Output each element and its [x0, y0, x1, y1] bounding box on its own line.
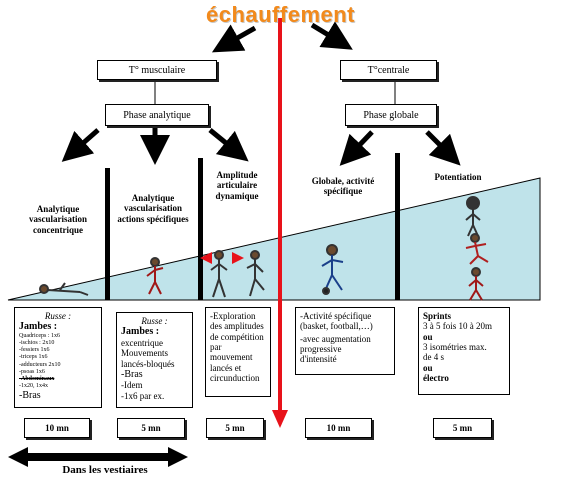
- column-4-line-0: -Activité spécifique: [300, 311, 372, 321]
- separator-1: [105, 168, 110, 300]
- phase-analytique-label: Phase analytique: [123, 109, 191, 121]
- footer-label: Dans les vestiaires: [62, 464, 148, 476]
- phase-globale-label: Phase globale: [363, 109, 419, 121]
- column-3-line-2: de compétition: [210, 331, 264, 342]
- column-1-jambes: Jambes :: [19, 321, 58, 333]
- arrow-phase-g-left: [339, 130, 374, 166]
- column-5-line-6: électro: [423, 373, 449, 384]
- column-2-line-4: -Bras: [121, 368, 143, 380]
- column-1-item-7: -1x20, 1x4x: [19, 383, 48, 390]
- column-1-item-3: -triceps 1x6: [19, 354, 48, 361]
- time-box-1: 10 mn: [24, 418, 90, 438]
- column-5-line-2: ou: [423, 331, 433, 342]
- column-2-line-0: Jambes :: [121, 326, 160, 338]
- column-3-line-0: -Exploration: [210, 311, 256, 321]
- arrow-phase-a-left: [61, 128, 100, 162]
- temp-centrale-box: T°centrale: [340, 60, 437, 80]
- athlete-figures: [39, 196, 489, 301]
- column-5-line-5: ou: [423, 362, 433, 373]
- column-1-item-2: -fessiers 1x6: [19, 347, 50, 354]
- column-2-line-5: -Idem: [121, 380, 143, 391]
- column-3-line-6: circunduction: [210, 373, 260, 384]
- column-4-line-4: d'intensité: [300, 354, 337, 365]
- phase-analytique-box: Phase analytique: [105, 104, 209, 126]
- category-1-label: Analytique vascularisation concentrique: [28, 204, 87, 235]
- column-4-line-2: -avec augmentation: [300, 333, 371, 344]
- column-1-item-1: -ischios : 2x10: [19, 340, 55, 347]
- category-5-label: Potentiation: [434, 172, 482, 182]
- temp-musculaire-box: T° musculaire: [97, 60, 217, 80]
- temp-musculaire-label: T° musculaire: [128, 64, 186, 76]
- column-1-item-0: Quadriceps : 1x6: [19, 332, 60, 339]
- column-2-line-2: Mouvements: [121, 348, 168, 359]
- column-3-line-4: mouvement: [210, 352, 253, 363]
- column-2-line-1: excentrique: [121, 337, 163, 348]
- time-box-3: 5 mn: [206, 418, 264, 438]
- column-5-line-3: 3 isométries max.: [423, 342, 487, 353]
- column-2-line-6: -1x6 par ex.: [121, 390, 165, 401]
- column-2-box: Russe : Jambes : excentrique Mouvements …: [116, 312, 193, 408]
- temp-centrale-label: T°centrale: [367, 64, 410, 76]
- column-3-line-1: des amplitudes: [210, 321, 264, 332]
- column-5-line-0: Sprints: [423, 311, 452, 321]
- column-5-line-1: 3 à 5 fois 10 à 20m: [423, 321, 492, 332]
- separator-2: [198, 158, 203, 300]
- arrow-phase-a-right: [208, 128, 249, 162]
- column-1-item-6: -Abdominaux: [19, 375, 55, 382]
- arrow-title-right: [310, 21, 353, 50]
- column-1-header: Russe :: [44, 311, 72, 321]
- category-4-label: Globale, activité spécifique: [311, 176, 375, 197]
- column-1-item-5: -psoas 1x6: [19, 368, 45, 375]
- diagram-title: échauffement: [205, 2, 356, 27]
- column-2-header: Russe :: [141, 316, 168, 326]
- column-5-box: Sprints 3 à 5 fois 10 à 20m ou 3 isométr…: [418, 307, 510, 395]
- column-3-line-5: lancés et: [210, 362, 242, 373]
- column-5-line-4: de 4 s: [423, 352, 444, 363]
- footer-double-arrow: [8, 447, 188, 467]
- column-3-box: -Exploration des amplitudes de compétiti…: [205, 307, 271, 397]
- column-4-box: -Activité spécifique (basket, football,……: [295, 307, 395, 375]
- column-2-line-3: lancés-bloqués: [121, 358, 175, 369]
- separator-3: [395, 153, 400, 300]
- column-4-line-3: progressive: [300, 344, 342, 355]
- arrow-phase-g-right: [425, 130, 461, 166]
- intensity-wedge: [7, 177, 541, 301]
- time-box-2: 5 mn: [117, 418, 185, 438]
- column-1-item-4: -adducteurs 2x10: [19, 361, 61, 368]
- category-2-label: Analytique vascularisation actions spéci…: [117, 193, 189, 224]
- category-3-label: Amplitude articulaire dynamique: [215, 170, 259, 201]
- time-box-5: 5 mn: [433, 418, 492, 438]
- red-arrow-head: [272, 410, 288, 428]
- column-1-item-8: -Bras: [19, 390, 41, 402]
- column-3-line-3: par: [210, 342, 222, 353]
- arrow-title-left: [211, 24, 257, 53]
- column-4-line-1: (basket, football,…): [300, 321, 373, 332]
- phase-globale-box: Phase globale: [345, 104, 437, 126]
- time-box-4: 10 mn: [305, 418, 372, 438]
- column-1-box: Russe : Jambes : Quadriceps : 1x6 -ischi…: [14, 307, 102, 408]
